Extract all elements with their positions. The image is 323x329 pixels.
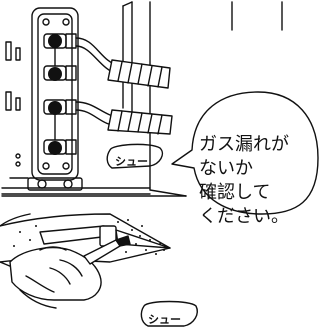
insulated-pipes xyxy=(107,59,173,135)
balloon-line-1: ガス漏れが xyxy=(199,134,289,155)
speech-balloon xyxy=(171,91,319,215)
sound-effect-top: シュー xyxy=(115,155,148,168)
flare-nuts xyxy=(65,33,77,155)
soap-bubbles xyxy=(13,219,165,255)
balloon-line-2: ないか xyxy=(199,158,253,179)
outdoor-unit-body xyxy=(1,1,283,197)
sound-bubble-top xyxy=(106,143,164,169)
balloon-line-3: 確認して xyxy=(199,182,271,203)
valve-panel xyxy=(27,7,83,191)
balloon-text: ガス漏れが ないか 確認して ください。 xyxy=(199,133,319,229)
hand-with-brush xyxy=(9,235,131,309)
valve-knobs xyxy=(48,34,62,155)
balloon-line-4: ください。 xyxy=(199,206,289,227)
service-valves xyxy=(43,33,67,155)
sound-effect-bottom: シュー xyxy=(148,313,181,326)
sound-bubble-bottom xyxy=(140,300,198,327)
